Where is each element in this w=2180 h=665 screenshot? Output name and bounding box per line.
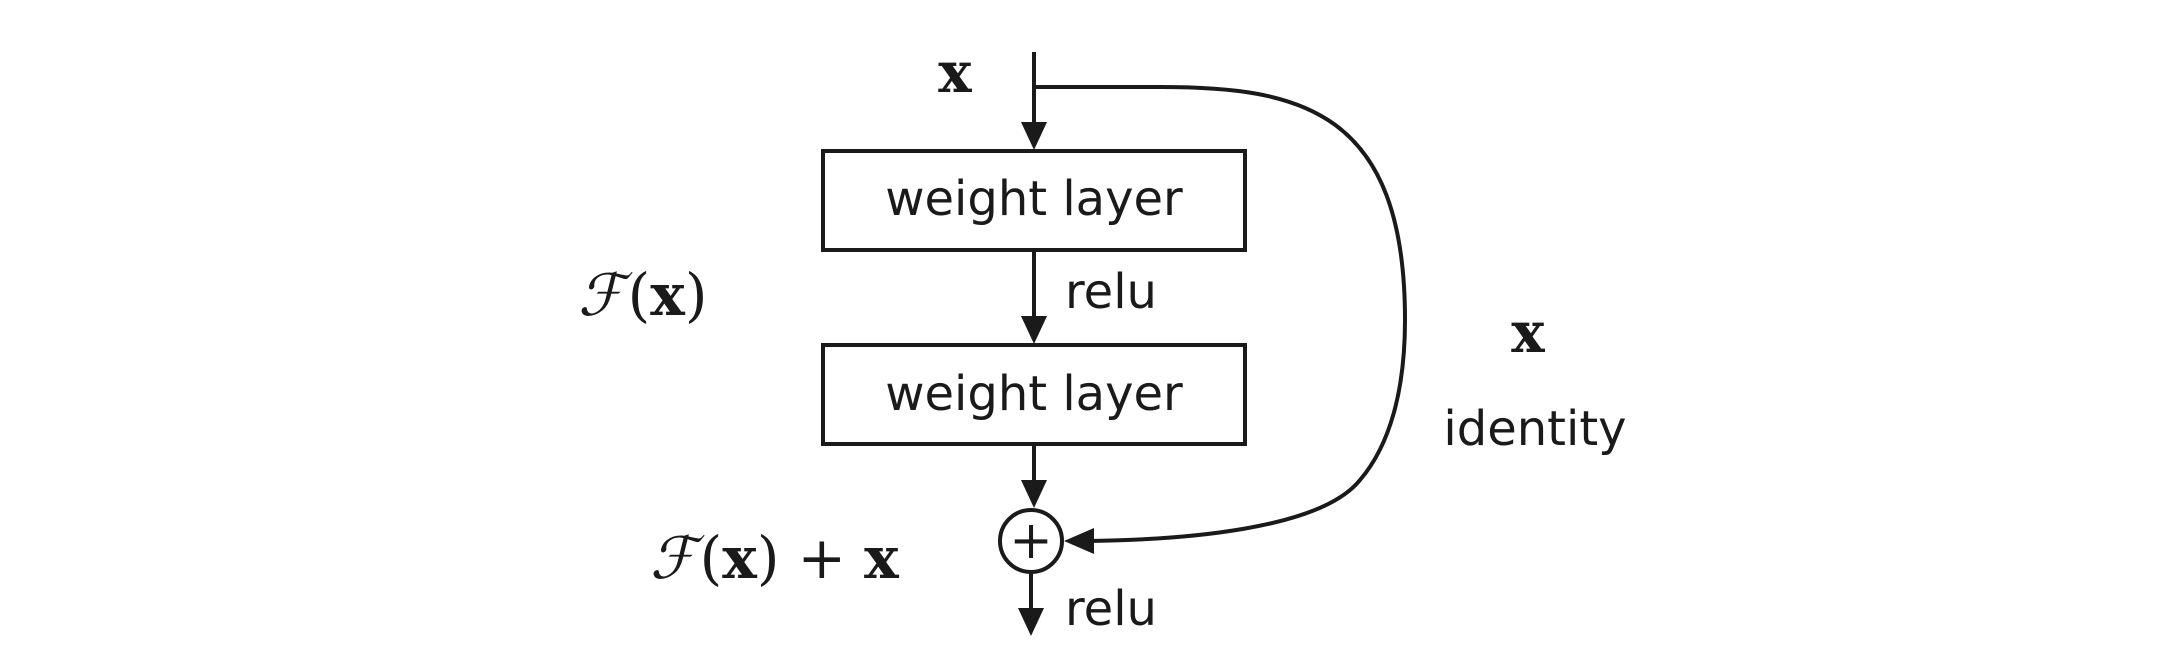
residual-function-label: ℱ(x) [578, 261, 707, 329]
identity-shortcut-path [1034, 85, 1408, 543]
sum-output-var: x [722, 524, 757, 592]
weight-layer-label-1: weight layer [885, 171, 1183, 227]
sum-output-plus: + [797, 524, 846, 592]
residual-function-var: x [650, 261, 685, 329]
relu-label-2: relu [1065, 581, 1157, 637]
sum-output-open-paren: ( [700, 524, 723, 592]
sum-output-label: ℱ(x)+x [650, 524, 899, 592]
input-arrow-head [1021, 122, 1047, 150]
sum-arrow-head [1021, 480, 1047, 508]
output-arrow-head [1018, 608, 1044, 636]
weight-layer-box-2 [821, 343, 1247, 446]
shortcut-x-label: x [1511, 300, 1545, 366]
sum-output-close-paren: ) [757, 524, 780, 592]
addition-symbol: + [1009, 511, 1053, 571]
relu-label-1: relu [1065, 264, 1157, 320]
sum-output-symbol: ℱ [650, 524, 705, 592]
identity-label: identity [1443, 401, 1626, 457]
residual-function-close-paren: ) [685, 261, 708, 329]
input-label: x [938, 40, 972, 106]
sum-output-var2: x [864, 524, 899, 592]
weight-layer-label-2: weight layer [885, 366, 1183, 422]
middle-arrow-head [1021, 316, 1047, 344]
identity-shortcut-arrowhead [1064, 528, 1094, 554]
residual-function-open-paren: ( [628, 261, 651, 329]
residual-function-symbol: ℱ [578, 261, 633, 329]
